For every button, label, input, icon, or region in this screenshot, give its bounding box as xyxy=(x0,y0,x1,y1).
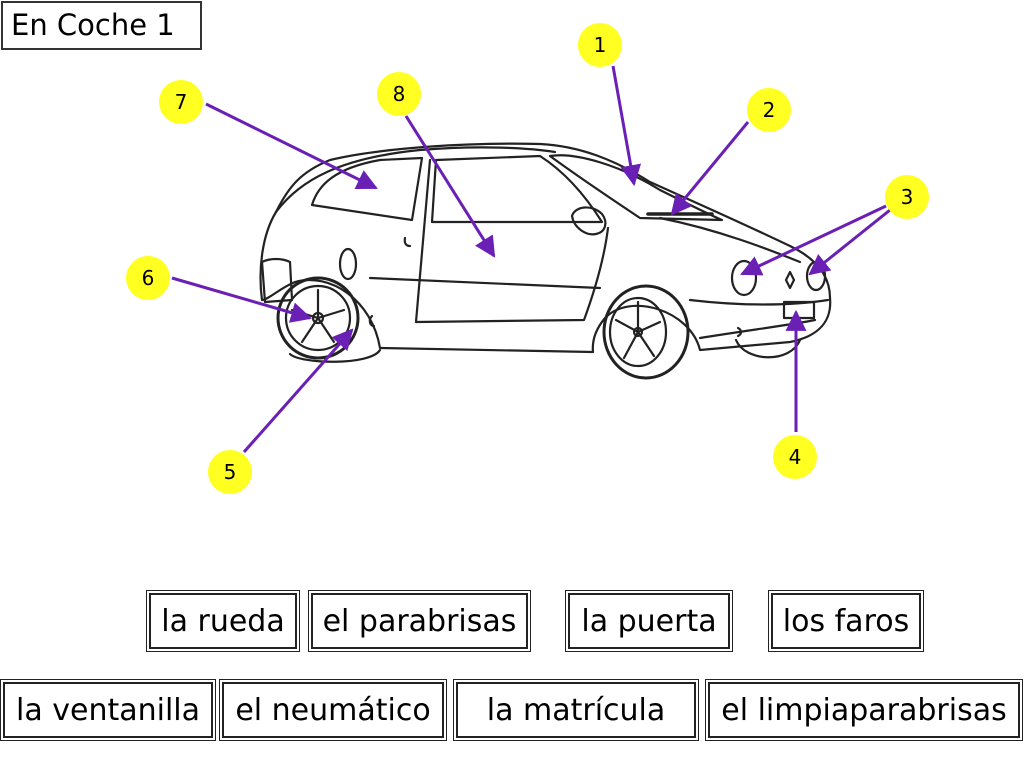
marker-5: 5 xyxy=(208,450,252,494)
side-mirror xyxy=(570,206,607,236)
headlight-right xyxy=(805,260,827,292)
pointer-arrows xyxy=(171,65,891,453)
word-los-faros[interactable]: los faros xyxy=(768,590,924,652)
car-body xyxy=(259,142,832,354)
marker-4: 4 xyxy=(773,435,817,479)
rear-side-window xyxy=(310,156,424,222)
word-el-parabrisas[interactable]: el parabrisas xyxy=(308,590,531,652)
car-diagram xyxy=(171,65,891,453)
marker-3: 3 xyxy=(885,175,929,219)
arrow-8 xyxy=(404,115,496,258)
word-la-rueda[interactable]: la rueda xyxy=(146,590,300,652)
door-outline xyxy=(414,158,610,324)
marker-1: 1 xyxy=(578,23,622,67)
arrow-3b xyxy=(808,208,891,276)
rear-wheel xyxy=(276,276,360,360)
arrow-5 xyxy=(242,328,354,453)
arrow-3a xyxy=(740,204,887,276)
arrow-2 xyxy=(670,121,750,216)
page-title: En Coche 1 xyxy=(1,1,202,50)
word-el-limpiaparabrisas[interactable]: el limpiaparabrisas xyxy=(705,679,1023,741)
windshield xyxy=(548,154,724,222)
word-el-neumatico[interactable]: el neumático xyxy=(219,679,447,741)
arrow-7 xyxy=(205,102,378,190)
car-illustration xyxy=(259,142,832,380)
marker-2: 2 xyxy=(747,88,791,132)
word-la-puerta[interactable]: la puerta xyxy=(565,590,733,652)
door-window xyxy=(430,154,604,224)
headlight-left xyxy=(730,259,758,297)
marker-8: 8 xyxy=(377,72,421,116)
front-wheel xyxy=(602,284,690,380)
arrow-1 xyxy=(611,65,642,187)
marker-7: 7 xyxy=(159,80,203,124)
word-la-ventanilla[interactable]: la ventanilla xyxy=(0,679,216,741)
marker-6: 6 xyxy=(126,256,170,300)
word-la-matricula[interactable]: la matrícula xyxy=(453,679,699,741)
arrow-6 xyxy=(171,276,313,323)
